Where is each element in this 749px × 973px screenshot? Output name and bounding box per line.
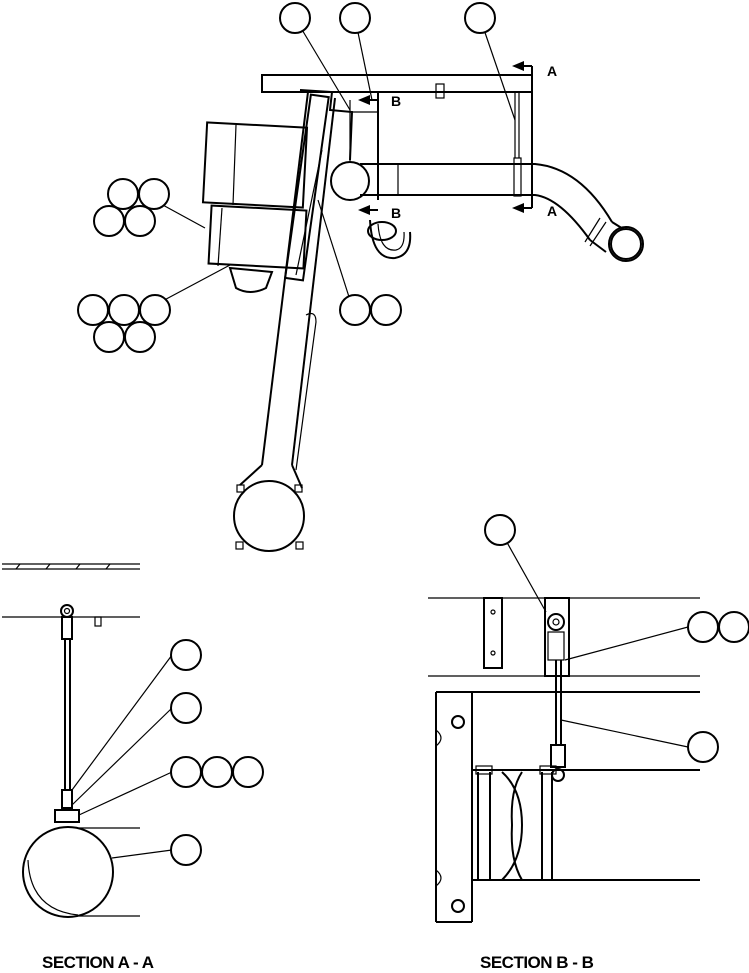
flex-elbow xyxy=(369,219,412,260)
pipe-section xyxy=(22,826,114,918)
callout-bubble xyxy=(108,294,140,326)
callout-bubble xyxy=(687,611,719,643)
section-b-view xyxy=(428,514,749,923)
callout-bubble xyxy=(339,2,371,34)
callout-bubble xyxy=(687,731,719,763)
section-mark-b-bottom: B xyxy=(391,205,401,221)
section-mark-b-top: B xyxy=(391,93,401,109)
callout-bubble xyxy=(279,2,311,34)
callout-bubble xyxy=(124,205,156,237)
callout-bubble xyxy=(139,294,171,326)
section-a-view xyxy=(2,563,264,918)
callout-bubble xyxy=(339,294,371,326)
callout-bubble xyxy=(170,692,202,724)
exhaust-pipe xyxy=(360,163,613,223)
callout-bubble xyxy=(124,321,156,353)
base-ring xyxy=(233,480,305,552)
callout-bubble xyxy=(484,514,516,546)
mount-post xyxy=(261,91,309,466)
callout-bubble xyxy=(170,639,202,671)
callout-bubble xyxy=(232,756,264,788)
clamp xyxy=(330,161,370,201)
callout-bubble xyxy=(138,178,170,210)
air-cleaner-lower xyxy=(207,204,308,270)
callout-bubble xyxy=(201,756,233,788)
flex-coupling xyxy=(477,771,553,881)
callout-bubble xyxy=(170,756,202,788)
main-view: A A B B xyxy=(77,2,644,552)
section-mark-a-bottom: A xyxy=(547,203,557,219)
callout-bubble xyxy=(370,294,402,326)
section-b-caption: SECTION B - B xyxy=(480,953,594,972)
callout-bubble xyxy=(93,321,125,353)
callout-bubble xyxy=(718,611,749,643)
callout-bubble xyxy=(170,834,202,866)
callout-bubble xyxy=(610,228,642,260)
section-mark-a-top: A xyxy=(547,63,557,79)
section-a-caption: SECTION A - A xyxy=(42,953,154,972)
callout-bubble xyxy=(464,2,496,34)
callout-bubble xyxy=(77,294,109,326)
callout-bubble xyxy=(93,205,125,237)
air-cleaner-upper xyxy=(201,121,309,209)
callout-bubble xyxy=(107,178,139,210)
